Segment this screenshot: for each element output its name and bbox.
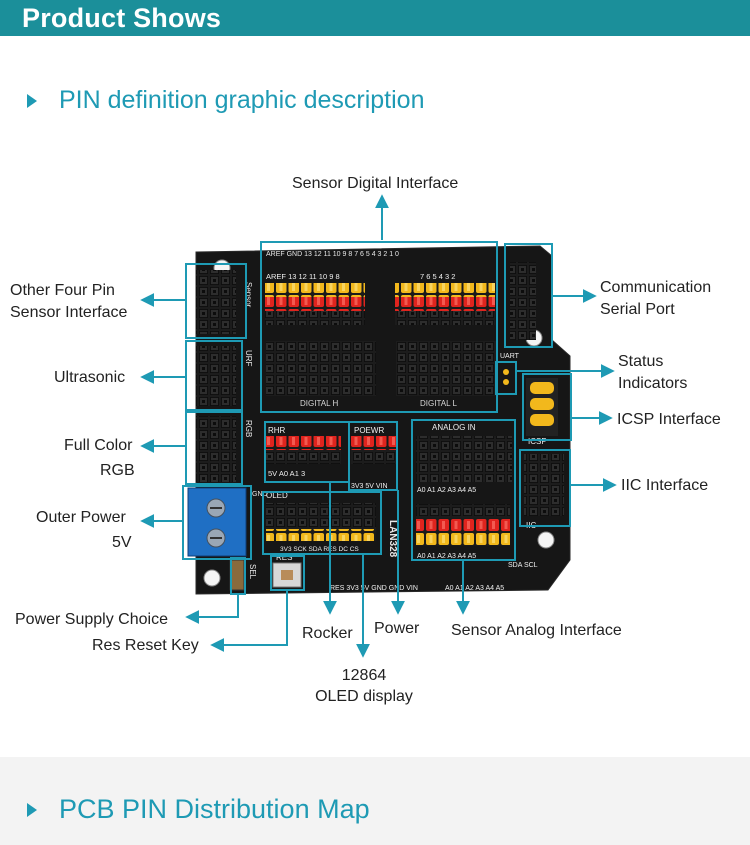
rocker-vcc-pins (266, 436, 341, 450)
label-oled-line1: 12864 (341, 667, 387, 684)
analog-row-labels: A0 A1 A2 A3 A4 A5 (417, 553, 476, 560)
mount-hole (203, 569, 221, 587)
label-status-line1: Status (618, 353, 664, 370)
top-row-left-labels: AREF 13 12 11 10 9 8 (266, 272, 340, 281)
label-rocker: Rocker (302, 625, 353, 642)
brand-silk: LAN328 (387, 520, 398, 558)
power-select-switch (229, 559, 245, 591)
label-iic-interface: IIC Interface (621, 477, 709, 494)
oled-pins (266, 529, 376, 541)
sel-silk-label: SEL (248, 564, 257, 580)
sensor-header-4pin (196, 270, 236, 334)
uart-silk-label: UART (500, 353, 520, 360)
analog-signal-pins (416, 532, 510, 546)
label-other-four-pin-line2: Sensor Interface (10, 304, 128, 321)
rocker-gnd-pins (266, 450, 341, 464)
sensor-silk-label: Sensor (244, 282, 253, 308)
analog-socket (416, 436, 512, 482)
digital-h-socket (266, 341, 376, 396)
res-silk-label: RES (276, 553, 292, 562)
analog-pin-labels: A0 A1 A2 A3 A4 A5 (417, 487, 476, 494)
header-title: Product Shows (22, 3, 222, 33)
label-oled-line2: OLED display (315, 688, 413, 705)
analog-in-silk-label: ANALOG IN (432, 423, 476, 432)
highlight-boxes (182, 241, 572, 595)
serial-port-header (510, 262, 536, 340)
label-communication-line1: Communication (600, 279, 712, 296)
top-row-right-labels: 7 6 5 4 3 2 (420, 272, 455, 281)
oled-socket (266, 503, 376, 529)
mount-hole (537, 531, 555, 549)
label-status-line2: Indicators (618, 375, 688, 392)
iic-header (524, 454, 564, 516)
header-bar: Product Shows (0, 0, 750, 36)
digital-h-vcc-pins (265, 297, 365, 311)
oled-pin-labels: 3V3 SCK SDA RES DC CS (280, 546, 359, 553)
callout-arrows (140, 194, 617, 658)
section-title-pcb-pin-map: PCB PIN Distribution Map (27, 794, 370, 825)
rhr-silk-label: RHR (268, 426, 286, 435)
label-outer-power-line1: Outer Power (36, 509, 126, 526)
triangle-bullet-icon (27, 93, 37, 108)
digital-l-gnd-pins (395, 311, 495, 325)
label-power-supply-choice: Power Supply Choice (15, 611, 168, 628)
icsp-header (526, 378, 558, 436)
triangle-bullet-icon (27, 802, 37, 817)
digital-h-label: DIGITAL H (300, 399, 338, 408)
digital-l-socket (396, 341, 496, 396)
icsp-silk-label: ICSP (528, 437, 547, 446)
bottom-section-band (0, 757, 750, 845)
digital-header-labels: AREF GND 13 12 11 10 9 8 7 6 5 4 3 2 1 0 (266, 251, 399, 258)
label-res-reset-key: Res Reset Key (92, 637, 199, 654)
label-full-color-line2: RGB (100, 462, 135, 479)
digital-l-label: DIGITAL L (420, 399, 457, 408)
label-sensor-analog-interface: Sensor Analog Interface (451, 622, 622, 639)
ultrasonic-header (196, 346, 236, 406)
status-led (503, 369, 509, 375)
digital-h-signal-pins (265, 283, 365, 297)
label-sensor-digital-interface: Sensor Digital Interface (292, 175, 459, 192)
digital-h-gnd-pins (265, 311, 365, 325)
power-gnd-pins (351, 450, 396, 464)
reset-button-cap (281, 570, 293, 580)
analog-gnd-pins (416, 504, 510, 518)
oled-silk-label: OLED (266, 491, 288, 500)
label-power: Power (374, 620, 420, 637)
rhr-pin-labels: 5V A0 A1 3 (268, 469, 305, 478)
label-other-four-pin-line1: Other Four Pin (10, 282, 115, 299)
rgb-silk-label: RGB (244, 420, 253, 437)
status-led (503, 379, 509, 385)
poewr-silk-label: POEWR (354, 426, 384, 435)
digital-l-vcc-pins (395, 297, 495, 311)
analog-bottom-labels: A0 A1 A2 A3 A4 A5 (445, 585, 504, 592)
urf-silk-label: URF (244, 350, 253, 367)
analog-vcc-pins (416, 518, 510, 532)
section-title-text: PCB PIN Distribution Map (59, 794, 370, 824)
label-ultrasonic: Ultrasonic (54, 369, 126, 386)
section-title-pin-definition: PIN definition graphic description (27, 86, 424, 115)
label-communication-line2: Serial Port (600, 301, 675, 318)
gnd-silk: GND (252, 491, 268, 498)
label-icsp-interface: ICSP Interface (617, 411, 721, 428)
power-vcc-pins (351, 436, 396, 450)
power-row-labels: RES 3V3 5V GND GND VIN (330, 585, 418, 592)
sda-scl-labels: SDA SCL (508, 562, 538, 569)
label-full-color-line1: Full Color (64, 437, 133, 454)
section-title-text: PIN definition graphic description (59, 86, 425, 114)
label-outer-power-line2: 5V (112, 534, 132, 551)
rgb-header (196, 416, 236, 482)
digital-l-signal-pins (395, 283, 495, 297)
outer-power-terminal (187, 487, 247, 557)
poewr-pin-labels: 3V3 5V VIN (351, 483, 388, 490)
